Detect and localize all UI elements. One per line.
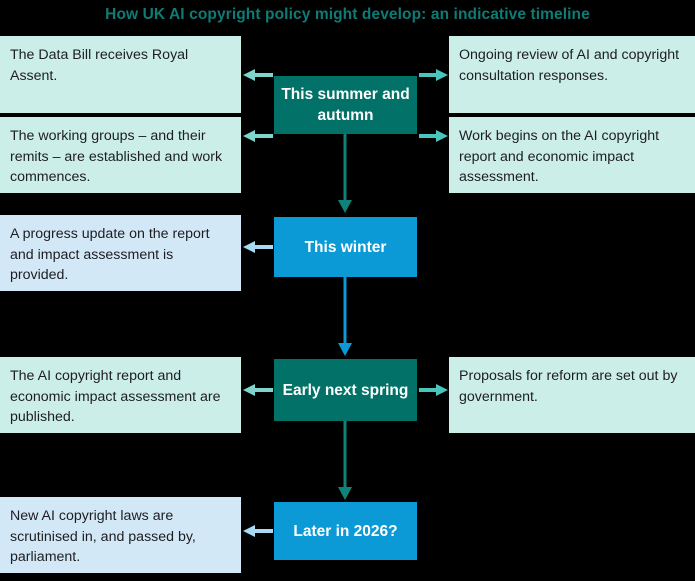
connector-winter-to-spring (336, 277, 354, 357)
stage-label: Later in 2026? (293, 522, 398, 540)
side-box-progress-update: A progress update on the report and impa… (0, 215, 241, 291)
side-box-new-laws: New AI copyright laws are scrutinised in… (0, 497, 241, 573)
arrow-left-to-progress-update (243, 240, 273, 254)
side-box-text: The Data Bill receives Royal Assent. (10, 47, 189, 84)
side-box-data-bill: The Data Bill receives Royal Assent. (0, 36, 241, 113)
stage-box-early-next-spring[interactable]: Early next spring (274, 359, 417, 421)
stage-box-summer-autumn[interactable]: This summer and autumn (274, 76, 417, 134)
arrow-left-to-working-groups (243, 129, 273, 143)
arrow-left-to-report-published (243, 383, 273, 397)
connector-summer-to-winter (336, 134, 354, 214)
side-box-text: The working groups – and their remits – … (10, 128, 223, 185)
page-title: How UK AI copyright policy might develop… (105, 6, 590, 23)
connector-spring-to-later2026 (336, 421, 354, 501)
side-box-text: Ongoing review of AI and copyright consu… (459, 47, 680, 84)
stage-label: This summer and autumn (281, 86, 410, 124)
side-box-work-begins: Work begins on the AI copyright report a… (449, 117, 695, 193)
arrow-right-to-work-begins (419, 129, 448, 143)
side-box-report-published: The AI copyright report and economic imp… (0, 357, 241, 433)
arrow-right-to-proposals-reform (419, 383, 448, 397)
arrow-left-to-data-bill (243, 68, 273, 82)
side-box-text: Proposals for reform are set out by gove… (459, 368, 678, 405)
arrow-right-to-ongoing-review (419, 68, 448, 82)
stage-label: This winter (304, 238, 387, 256)
side-box-text: Work begins on the AI copyright report a… (459, 128, 660, 185)
side-box-text: A progress update on the report and impa… (10, 226, 210, 283)
side-box-ongoing-review: Ongoing review of AI and copyright consu… (449, 36, 695, 113)
side-box-text: The AI copyright report and economic imp… (10, 368, 221, 425)
side-box-working-groups: The working groups – and their remits – … (0, 117, 241, 193)
stage-box-later-in-2026[interactable]: Later in 2026? (274, 502, 417, 560)
stage-label: Early next spring (282, 381, 409, 399)
arrow-left-to-new-laws (243, 524, 273, 538)
stage-box-this-winter[interactable]: This winter (274, 217, 417, 277)
side-box-text: New AI copyright laws are scrutinised in… (10, 508, 196, 565)
side-box-proposals-reform: Proposals for reform are set out by gove… (449, 357, 695, 433)
